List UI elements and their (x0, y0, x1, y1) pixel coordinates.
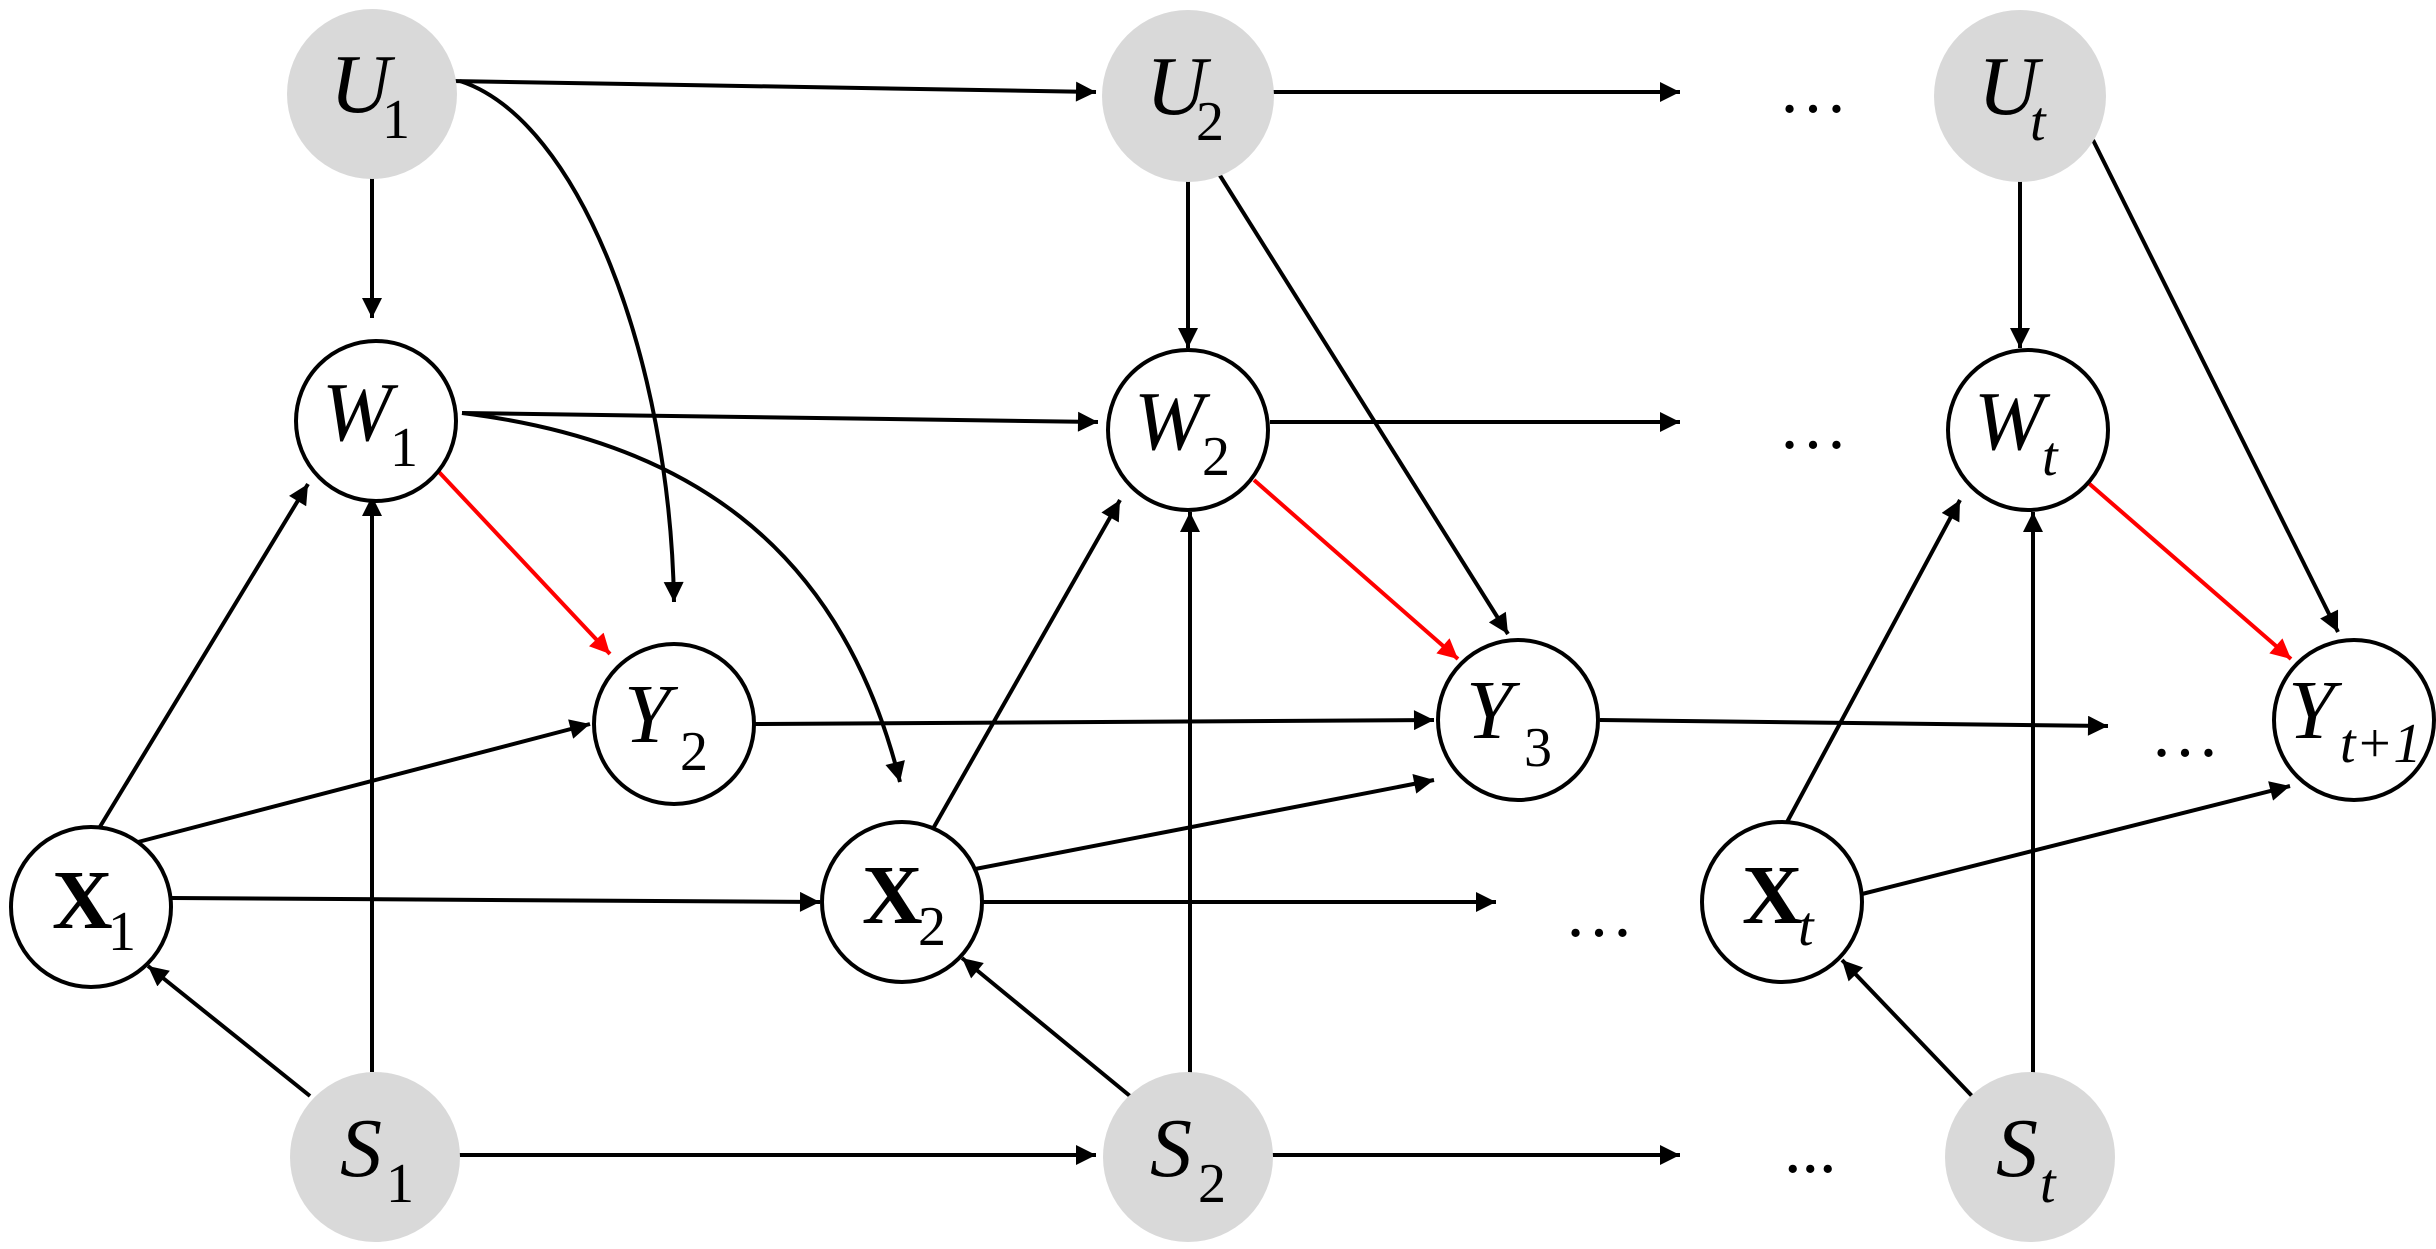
node-y2-base: Y (624, 668, 679, 761)
node-y3: Y 3 (1436, 638, 1600, 802)
node-ut: U t (1934, 10, 2106, 182)
node-s2: S 2 (1103, 1072, 1273, 1242)
node-wt-base: W (1974, 375, 2051, 468)
ellipsis-s-row: ... (1784, 1111, 1837, 1188)
edge-st-xt (1840, 958, 1974, 1098)
node-u2-base: U (1146, 40, 1212, 133)
ellipses: … … … … ... (1564, 51, 2220, 1188)
ellipsis-u-row: … (1778, 51, 1848, 128)
node-w1-sub: 1 (390, 417, 418, 479)
edge-s1-x1 (146, 964, 312, 1098)
node-w2-base: W (1134, 375, 1211, 468)
node-w2-sub: 2 (1202, 426, 1230, 488)
node-x2-sub: 2 (918, 896, 946, 958)
node-w1-base: W (322, 366, 399, 459)
edge-y3-continue (1599, 715, 2109, 736)
node-st: S t (1945, 1072, 2115, 1242)
edge-w1-w2 (461, 411, 1099, 432)
node-st-base: S (1996, 1102, 2038, 1195)
node-x2: X 2 (820, 820, 984, 984)
node-x2-base: X (862, 849, 923, 942)
node-u1-sub: 1 (382, 89, 410, 151)
node-s2-sub: 2 (1198, 1153, 1226, 1215)
ellipsis-y-row: … (2150, 695, 2220, 772)
node-s1: S 1 (290, 1072, 460, 1242)
edge-w1-x2 (461, 411, 905, 783)
edge-x2-w2 (928, 499, 1122, 835)
edge-u1-u2 (450, 79, 1097, 102)
edge-w1-y2 (436, 469, 612, 656)
edge-y2-y3 (753, 710, 1435, 731)
node-x1-sub: 1 (108, 901, 136, 963)
edge-xt-wt (1784, 499, 1962, 825)
node-wt: W t (1946, 348, 2110, 512)
edge-x1-w1 (96, 482, 310, 832)
node-wt-sub: t (2042, 426, 2059, 488)
node-xt: X t (1700, 820, 1864, 984)
edge-w2-y3 (1252, 478, 1460, 661)
edge-x1-x2 (171, 891, 821, 912)
node-yt1: Y t+1 (2272, 638, 2436, 802)
node-u2: U 2 (1102, 10, 1274, 182)
node-xt-sub: t (1798, 896, 1815, 958)
node-xt-base: X (1742, 849, 1803, 942)
node-st-sub: t (2040, 1153, 2057, 1215)
node-x1-base: X (52, 854, 113, 947)
edge-u1-y2 (459, 79, 684, 603)
node-u1-base: U (330, 38, 396, 131)
edge-wt-yt1 (2083, 478, 2293, 661)
ellipsis-x-row: … (1564, 875, 1634, 952)
ellipsis-w-row: … (1778, 387, 1848, 464)
node-w1: W 1 (294, 339, 458, 503)
edge-u2-y3 (1212, 164, 1510, 636)
node-ut-base: U (1978, 40, 2044, 133)
node-yt1-sub: t+1 (2340, 713, 2421, 775)
node-u2-sub: 2 (1196, 91, 1224, 153)
node-yt1-base: Y (2288, 664, 2343, 757)
node-u1: U 1 (287, 9, 457, 179)
nodes: U 1 U 2 U t W 1 W 2 W t (9, 9, 2436, 1242)
edge-s2-x2 (960, 956, 1132, 1098)
node-s1-sub: 1 (386, 1153, 414, 1215)
node-ut-sub: t (2030, 91, 2047, 153)
node-y3-sub: 3 (1524, 717, 1552, 779)
edge-ut-yt1 (2091, 139, 2340, 633)
node-y2: Y 2 (592, 642, 756, 806)
edges (96, 79, 2340, 1165)
node-s2-base: S (1150, 1102, 1192, 1195)
node-w2: W 2 (1106, 348, 1270, 512)
node-x1: X 1 (9, 825, 173, 989)
edge-x2-y3 (969, 773, 1435, 872)
node-y2-sub: 2 (680, 721, 708, 783)
node-s1-base: S (340, 1102, 382, 1195)
edge-xt-yt1 (1861, 781, 2291, 896)
node-y3-base: Y (1466, 664, 1521, 757)
edge-x1-y2 (137, 719, 591, 844)
